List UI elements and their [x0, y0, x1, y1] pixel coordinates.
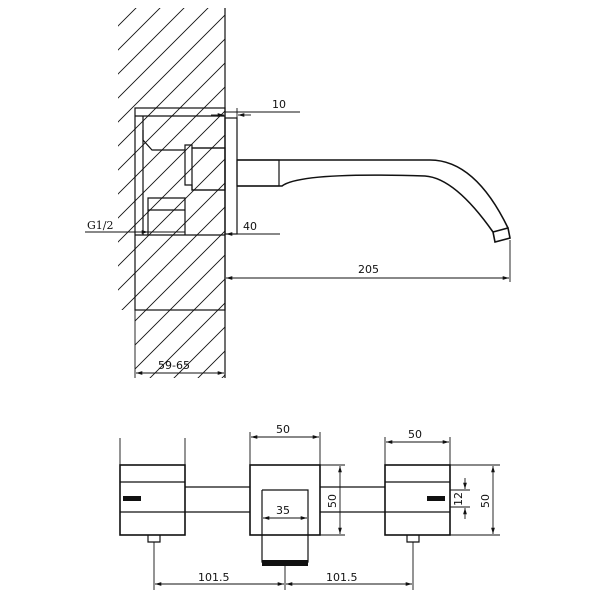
hatch-line	[118, 8, 145, 378]
hatch-line	[248, 0, 600, 400]
hatch-line	[512, 0, 600, 400]
dim-left-spacing: 101.5	[198, 571, 230, 584]
hatch-line	[223, 8, 225, 378]
dim-flange-gap: 10	[272, 98, 286, 111]
wall-hatching	[0, 0, 600, 400]
hatch-line	[0, 0, 48, 400]
hatch-line	[127, 8, 225, 378]
left-stem	[147, 535, 161, 543]
hatch-line	[199, 8, 225, 378]
hatch-line	[440, 0, 600, 400]
spout-block	[249, 464, 321, 536]
hatch-line	[118, 8, 225, 378]
spout-aerator	[262, 560, 308, 566]
hatch-line	[118, 8, 225, 378]
hatch-line	[118, 8, 225, 378]
hatch-line	[151, 8, 225, 378]
spout	[237, 159, 511, 243]
hatch-line	[536, 0, 600, 400]
side-view: 10 G1/2 40 205 59-65	[0, 0, 600, 400]
dim-outlet-width: 35	[276, 504, 290, 517]
hatch-line	[118, 8, 225, 378]
thread-label: G1/2	[87, 219, 114, 232]
hatch-line	[118, 8, 217, 378]
dim-spout-reach: 205	[358, 263, 379, 276]
hatch-line	[118, 8, 225, 378]
dim-handle-height: 50	[479, 494, 492, 508]
spout-outlet	[261, 535, 309, 563]
wall-flange	[224, 117, 238, 235]
dim-spout-offset: 40	[243, 220, 257, 233]
hatch-line	[118, 8, 225, 378]
dim-lever-height: 12	[452, 492, 465, 506]
hatch-line	[464, 0, 600, 400]
hatch-line	[560, 0, 600, 400]
hatch-line	[118, 8, 225, 378]
hatch-line	[416, 0, 600, 400]
hatch-line	[0, 0, 72, 400]
valve-cartridge	[191, 147, 226, 191]
inlet-connector	[147, 197, 186, 235]
left-handle	[119, 464, 186, 536]
hatch-line	[392, 0, 600, 400]
hatch-line	[175, 8, 225, 378]
hatch-line	[296, 0, 600, 400]
hatch-line	[0, 0, 96, 400]
hatch-line	[118, 8, 225, 378]
hatch-line	[368, 0, 600, 400]
dim-handle-right-width: 50	[408, 428, 422, 441]
valve-profile-lower	[184, 150, 225, 191]
hatch-line	[118, 8, 121, 378]
hatch-line	[272, 0, 600, 400]
hatch-line	[488, 0, 600, 400]
hatch-line	[320, 0, 600, 400]
hatch-line	[584, 0, 600, 400]
right-handle	[384, 464, 451, 536]
dim-wall-depth: 59-65	[158, 359, 190, 372]
front-view: 50 50 50 35 12 50 101.5 101.5	[119, 423, 500, 590]
hatch-line	[344, 0, 600, 400]
dim-spout-block-width: 50	[276, 423, 290, 436]
hatch-line	[118, 8, 225, 378]
dim-right-spacing: 101.5	[326, 571, 358, 584]
right-lever-mark	[427, 496, 445, 501]
spout-neck	[261, 489, 309, 535]
left-lever-mark	[123, 496, 141, 501]
right-stem	[406, 535, 420, 543]
dim-spout-block-height: 50	[326, 494, 339, 508]
hatch-line	[118, 8, 225, 378]
hatch-line	[0, 0, 24, 400]
hatch-line	[118, 8, 193, 378]
spout-collar	[236, 159, 280, 187]
hatch-line	[118, 8, 225, 378]
